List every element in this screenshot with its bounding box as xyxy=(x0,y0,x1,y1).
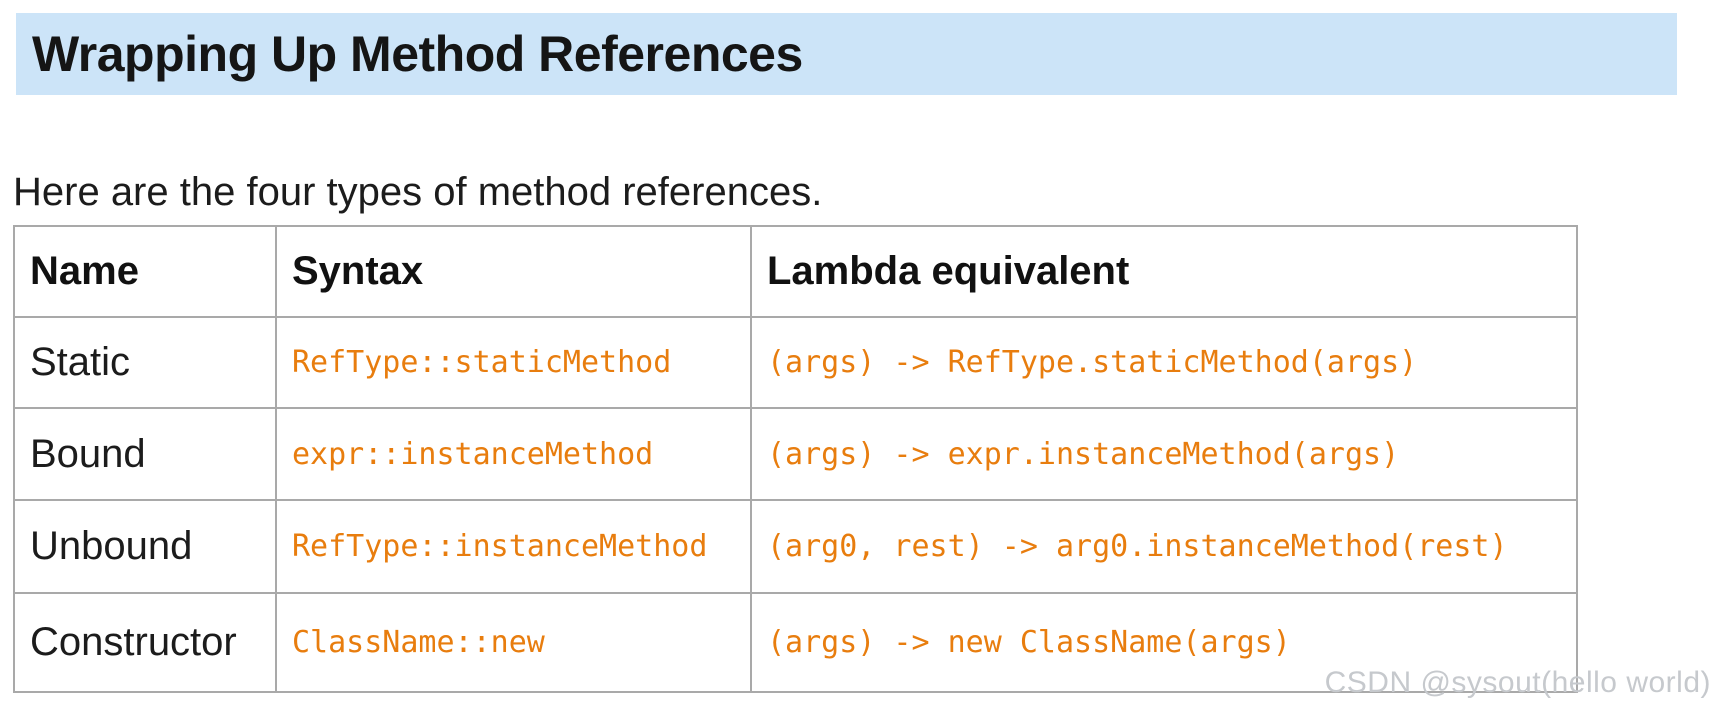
page-title: Wrapping Up Method References xyxy=(32,26,803,82)
row-constructor-syntax: ClassName::new xyxy=(275,592,752,693)
table-header-row: Name Syntax Lambda equivalent xyxy=(13,225,1578,318)
column-header-name: Name xyxy=(13,225,277,318)
csdn-watermark: CSDN @sysout(hello world) xyxy=(1324,666,1711,699)
row-static-syntax: RefType::staticMethod xyxy=(275,316,752,409)
row-unbound-name: Unbound xyxy=(13,499,277,594)
table-row: Constructor ClassName::new (args) -> new… xyxy=(13,592,1578,693)
intro-text: Here are the four types of method refere… xyxy=(13,170,823,214)
row-bound-lambda: (args) -> expr.instanceMethod(args) xyxy=(750,407,1578,501)
row-static-lambda: (args) -> RefType.staticMethod(args) xyxy=(750,316,1578,409)
table-row: Bound expr::instanceMethod (args) -> exp… xyxy=(13,407,1578,501)
column-header-syntax: Syntax xyxy=(275,225,752,318)
method-references-table: Name Syntax Lambda equivalent Static Ref… xyxy=(13,225,1578,693)
row-constructor-name: Constructor xyxy=(13,592,277,693)
column-header-lambda-equivalent: Lambda equivalent xyxy=(750,225,1578,318)
row-bound-syntax: expr::instanceMethod xyxy=(275,407,752,501)
row-bound-name: Bound xyxy=(13,407,277,501)
table-row: Static RefType::staticMethod (args) -> R… xyxy=(13,316,1578,409)
section-title-bar: Wrapping Up Method References xyxy=(16,13,1677,95)
row-constructor-lambda: (args) -> new ClassName(args) xyxy=(750,592,1578,693)
table-row: Unbound RefType::instanceMethod (arg0, r… xyxy=(13,499,1578,594)
row-unbound-lambda: (arg0, rest) -> arg0.instanceMethod(rest… xyxy=(750,499,1578,594)
row-static-name: Static xyxy=(13,316,277,409)
row-unbound-syntax: RefType::instanceMethod xyxy=(275,499,752,594)
